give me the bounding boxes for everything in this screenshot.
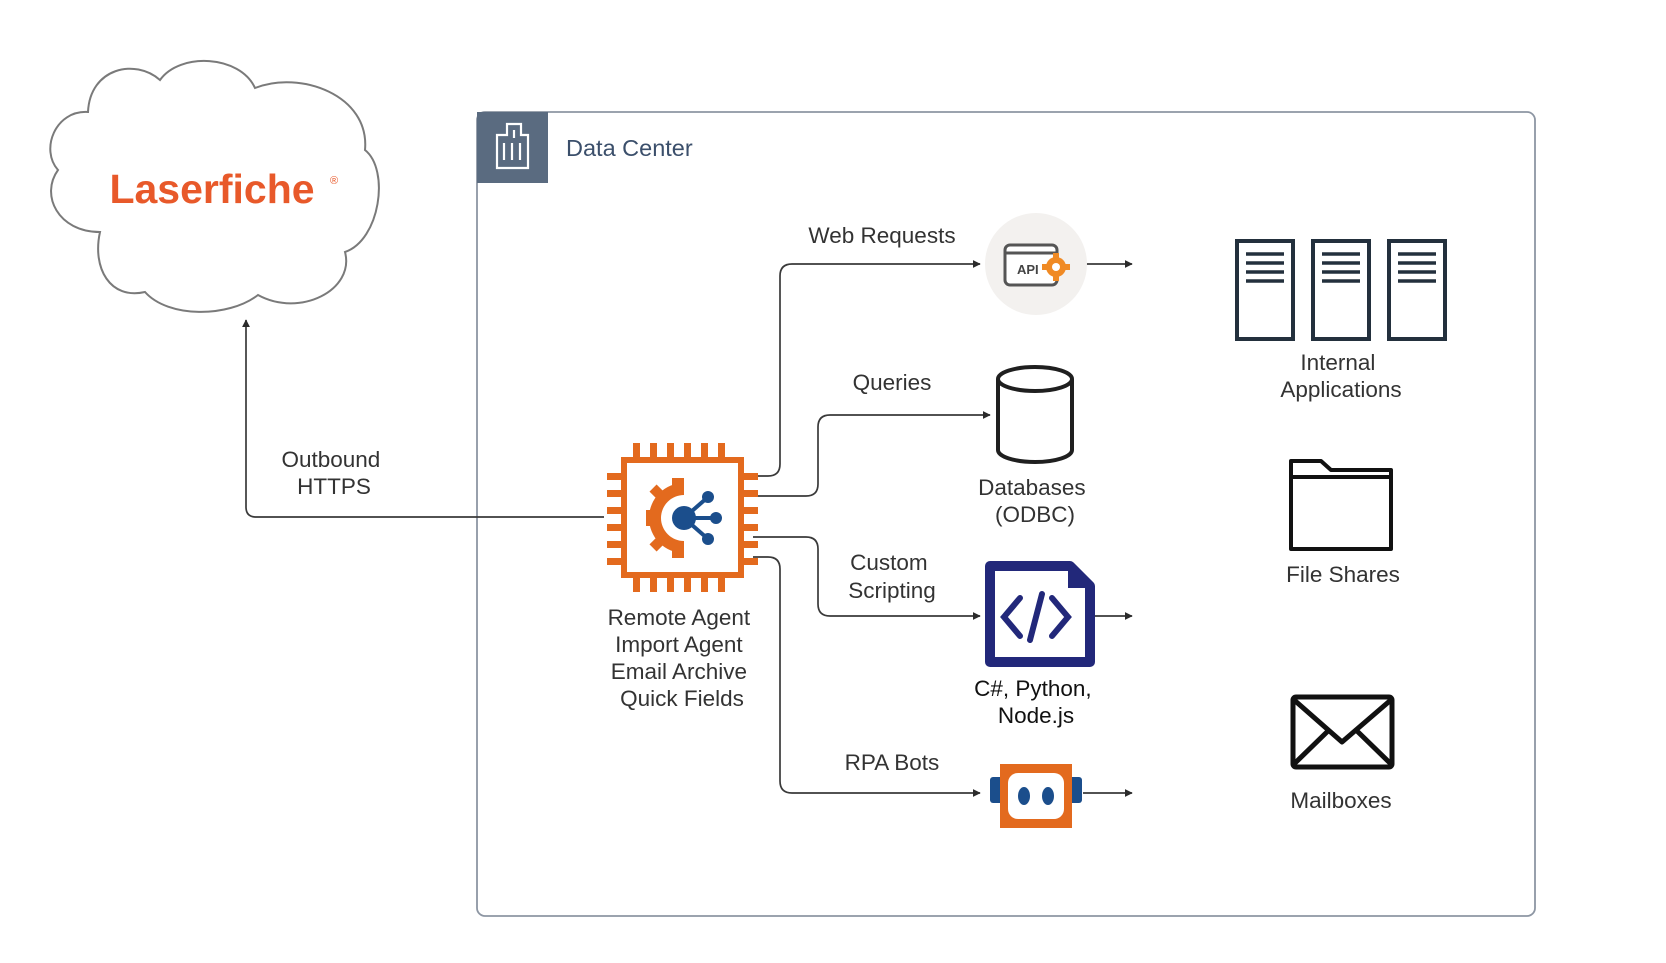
agent-line-1: Remote Agent <box>608 605 751 630</box>
outbound-line-1: Outbound <box>281 447 380 472</box>
code-file-icon <box>985 561 1095 667</box>
internal-apps-line-1: Internal <box>1300 350 1375 375</box>
internal-apps-line-2: Applications <box>1280 377 1401 402</box>
databases-line-1: Databases <box>978 475 1086 500</box>
outbound-line-2: HTTPS <box>297 474 371 499</box>
outbound-https-label: Outbound HTTPS <box>281 447 386 499</box>
robot-icon <box>990 764 1082 828</box>
databases-label: Databases (ODBC) <box>978 475 1092 527</box>
laserfiche-logo: Laserfiche <box>109 166 314 212</box>
building-icon <box>495 122 530 170</box>
connector-outbound-https <box>242 319 604 518</box>
connector-queries <box>753 411 991 497</box>
custom-scripting-label: Custom Scripting <box>848 550 936 603</box>
agent-line-3: Email Archive <box>611 659 747 684</box>
scripts-line-2: Node.js <box>998 703 1074 728</box>
servers-icon <box>1235 239 1447 341</box>
connector-web-requests <box>753 260 981 477</box>
folder-icon <box>1289 459 1393 551</box>
agent-line-2: Import Agent <box>615 632 743 657</box>
queries-label: Queries <box>853 370 932 395</box>
connector-custom-scripting <box>753 536 981 620</box>
laserfiche-cloud: Laserfiche ® <box>49 60 380 313</box>
database-icon <box>996 365 1074 464</box>
scripts-line-1: C#, Python, <box>974 676 1092 701</box>
scripts-label: C#, Python, Node.js <box>974 676 1098 728</box>
agent-line-4: Quick Fields <box>620 686 744 711</box>
envelope-icon <box>1290 694 1395 770</box>
custom-scripting-line-1: Custom <box>850 550 928 575</box>
databases-line-2: (ODBC) <box>995 502 1075 527</box>
data-center-title: Data Center <box>566 135 693 161</box>
agent-label: Remote Agent Import Agent Email Archive … <box>608 605 757 711</box>
connectors <box>242 260 1133 797</box>
web-requests-label: Web Requests <box>808 223 955 248</box>
api-gear <box>1042 253 1070 281</box>
data-center-border <box>476 111 1536 917</box>
internal-apps-label: Internal Applications <box>1280 350 1401 402</box>
mailboxes-label: Mailboxes <box>1290 788 1391 813</box>
custom-scripting-line-2: Scripting <box>848 578 936 603</box>
rpa-bots-label: RPA Bots <box>845 750 940 775</box>
api-text: API <box>1017 262 1039 277</box>
api-gear-icon: API <box>985 213 1087 315</box>
file-shares-label: File Shares <box>1286 562 1400 587</box>
connector-rpa-bots <box>753 556 981 797</box>
logo-registered-mark: ® <box>330 175 338 187</box>
cloud-icon <box>49 60 380 313</box>
chip-agent-icon <box>607 443 758 592</box>
data-center: Data Center <box>476 111 1536 917</box>
